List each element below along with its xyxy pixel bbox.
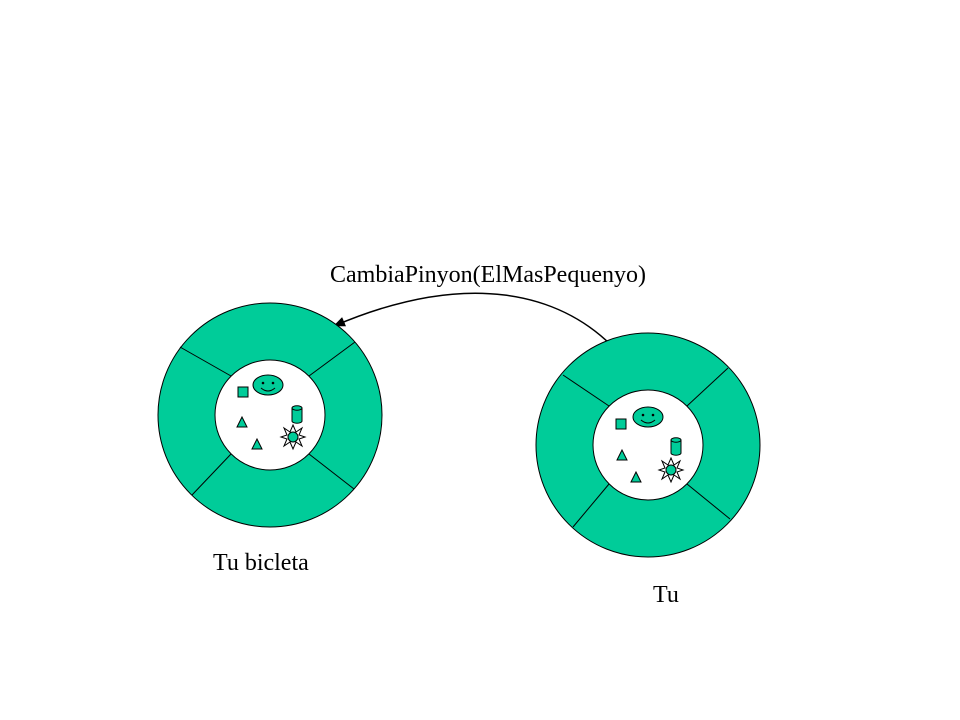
starburst-icon	[279, 423, 307, 451]
bicycle-ring-divider	[191, 453, 232, 496]
triangle-icon	[251, 437, 263, 450]
you-object	[535, 332, 761, 558]
bicycle-object	[157, 302, 383, 528]
triangle-icon	[236, 415, 248, 428]
triangle-icon	[630, 470, 642, 483]
bicycle-ring-divider	[308, 453, 355, 490]
triangle-icon	[616, 448, 628, 461]
you-ring-divider	[562, 374, 610, 407]
cylinder-icon	[670, 437, 682, 456]
cylinder-icon	[291, 405, 303, 424]
square-icon	[237, 386, 249, 398]
starburst-icon	[657, 456, 685, 484]
smiley-icon	[632, 406, 664, 428]
message-arrow	[333, 292, 612, 346]
square-icon	[615, 418, 627, 430]
you-ring-divider	[686, 367, 729, 407]
bicycle-ring-divider	[179, 346, 232, 377]
message-label: CambiaPinyon(ElMasPequenyo)	[330, 262, 646, 288]
bicycle-ring-divider	[308, 341, 356, 377]
smiley-icon	[252, 374, 284, 396]
you-label: Tu	[653, 582, 679, 608]
you-ring-divider	[686, 483, 731, 520]
you-ring-divider	[572, 483, 610, 528]
bicycle-label: Tu bicleta	[213, 550, 309, 576]
